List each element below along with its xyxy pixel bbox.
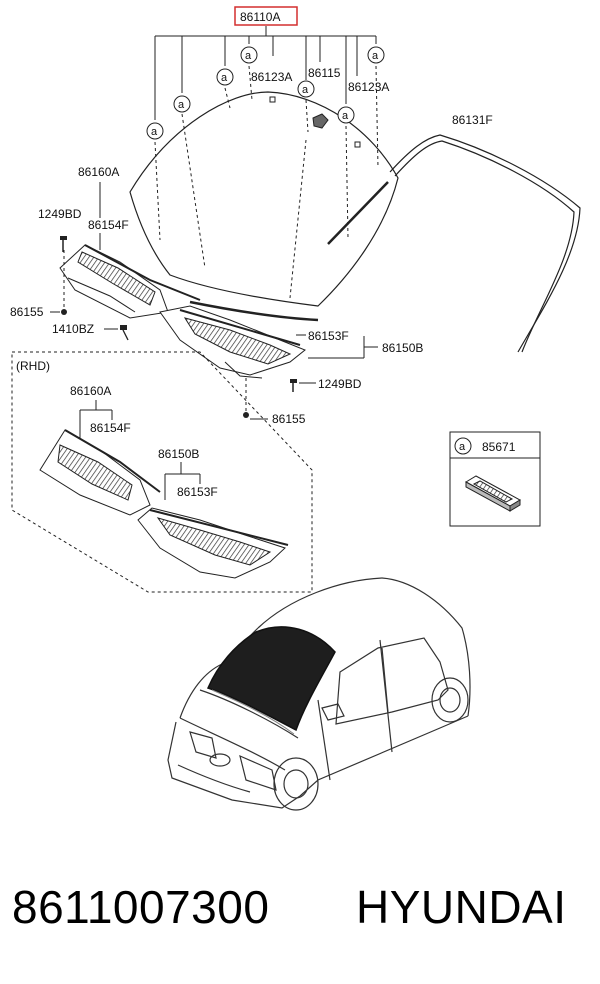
callout-a-2: a [173,95,191,113]
label-screw: 1410BZ [52,322,94,336]
label-rhd-seal-left: 86154F [90,421,131,435]
clip-small-right [354,141,361,148]
label-rhd-seal-right: 86153F [177,485,218,499]
car-wiper-line [211,689,295,735]
cowl-panel-right [159,305,306,379]
windshield-glass [129,91,399,322]
rhd-cowl-panel-right [137,507,289,579]
dashed-leaders [154,65,379,299]
top-molding-strip [389,134,581,353]
label-rhd-cowl-right: 86150B [158,447,199,461]
nut-right-icon [243,412,249,418]
rhd-title: (RHD) [16,359,50,373]
rhd-cowl-panel-left [39,429,161,516]
label-nut-right: 86155 [272,412,306,426]
label-bolt-top: 1249BD [38,207,82,221]
callout-a-3: a [216,68,234,86]
cowl-panel-left [59,244,201,319]
label-molding-clip: 86123A [251,70,292,84]
rhd-inset-border [11,351,313,593]
legend-callout-a: a [454,437,472,455]
car-illustration [167,577,471,811]
label-molding-clip-right: 86123A [348,80,389,94]
car-windshield-highlight [206,626,336,732]
label-seal-left: 86154F [88,218,129,232]
label-seal-right: 86153F [308,329,349,343]
callout-a-4: a [240,46,258,64]
svg-text:a: a [302,84,309,96]
svg-text:a: a [151,126,158,138]
svg-text:a: a [221,72,228,84]
mirror-mount-icon [312,113,329,129]
callout-a-5: a [297,80,315,98]
clip-small-left [269,96,276,103]
callout-a-7: a [367,46,385,64]
callout-a-6: a [337,106,355,124]
nut-icon [61,309,67,315]
svg-text:a: a [372,50,379,62]
rhd-bracket-right [164,462,201,500]
part-number: 8611007300 [12,881,270,933]
brand-name: HYUNDAI [356,881,567,933]
label-mirror-mount: 86115 [308,66,341,80]
label-cowl-panel-right: 86150B [382,341,423,355]
screw-icon [120,325,129,341]
svg-text:a: a [459,441,466,453]
label-rhd-cowl-left: 86160A [70,384,111,398]
clip-part-icon [464,475,522,512]
label-top-molding: 86131F [452,113,493,127]
rhd-bracket-left [79,400,113,440]
highlight-box [234,6,298,26]
label-cowl-panel-left: 86160A [78,165,119,179]
label-windshield-glass: 86110A [240,10,280,24]
svg-text:a: a [342,110,349,122]
callout-a-1: a [146,122,164,140]
callout-bracket [154,26,377,120]
svg-text:a: a [178,99,185,111]
bolt-icon [60,236,67,252]
label-nut-left: 86155 [10,305,44,319]
bracket-cowl-right [308,336,378,359]
label-bolt-right: 1249BD [318,377,362,391]
bolt-right-icon [290,379,297,392]
svg-text:a: a [245,50,252,62]
legend-part-number: 85671 [482,440,516,454]
